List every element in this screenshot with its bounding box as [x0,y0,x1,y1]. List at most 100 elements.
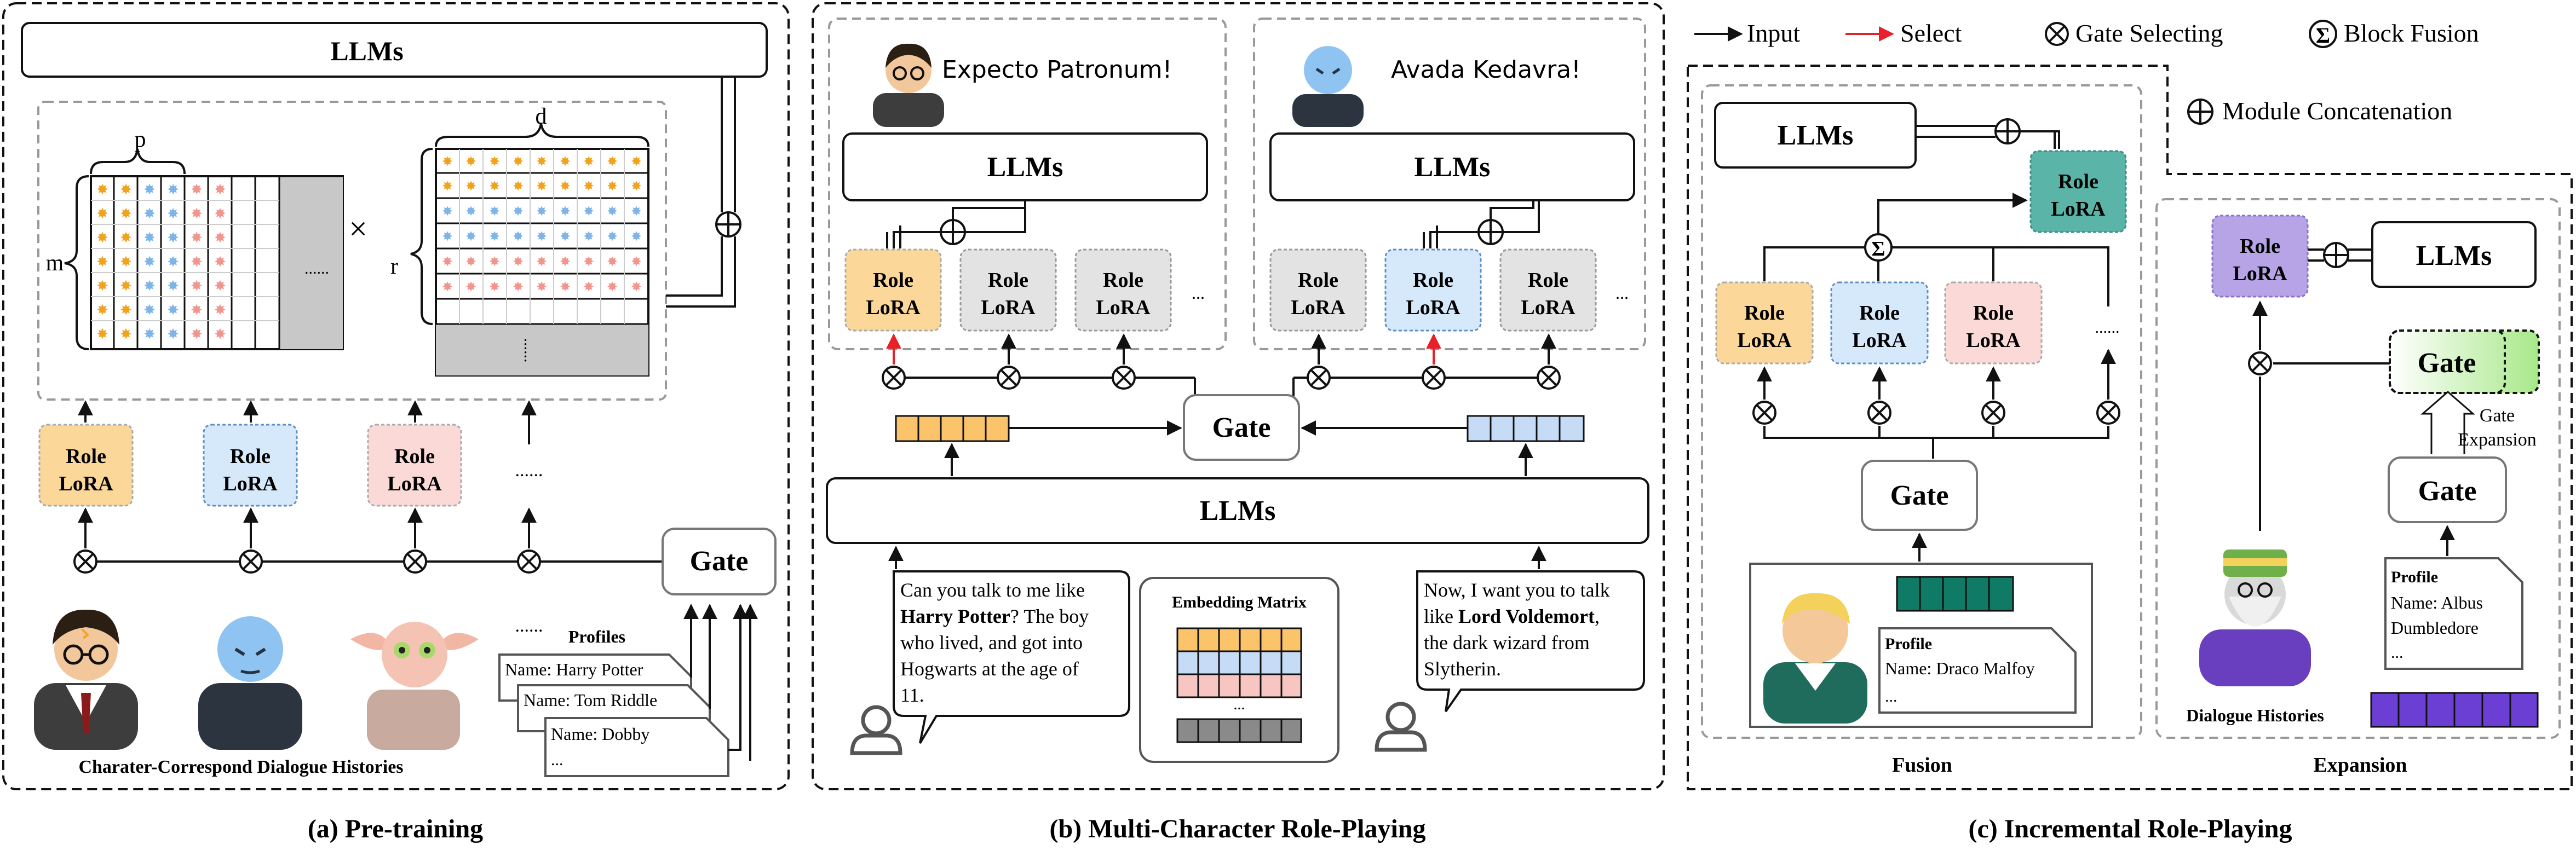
role-lora-gray-b1: Role LoRA [959,248,1057,332]
svg-text:Profile: Profile [2391,568,2438,586]
gate-select-icon-a3 [403,549,427,574]
svg-text:✸: ✸ [560,279,571,294]
svg-text:Name: Draco Malfoy: Name: Draco Malfoy [1885,658,2035,678]
svg-text:✸: ✸ [442,154,453,169]
svg-text:✸: ✸ [465,279,476,294]
speech-harry: Expecto Patronum! [942,56,1172,84]
svg-text:......: ...... [304,259,329,277]
svg-text:LoRA: LoRA [1291,296,1346,319]
svg-text:✸: ✸ [191,254,203,270]
svg-text:✸: ✸ [96,182,108,198]
svg-text:✸: ✸ [167,254,179,270]
svg-text:Now, I want you to talk: Now, I want you to talk [1424,579,1610,601]
expansion-label: Expansion [2313,754,2407,777]
svg-text:LoRA: LoRA [981,296,1036,319]
role-lora-pink-fusion: Role LoRA [1944,281,2043,365]
svg-text:Role: Role [394,445,435,468]
role-lora-purple-expansion: Role LoRA [2211,215,2309,298]
svg-text:✸: ✸ [465,254,476,269]
caption-a: (a) Pre-training [308,814,483,843]
dumbledore-avatar [2199,549,2311,686]
svg-text:✸: ✸ [465,204,476,219]
svg-text:✸: ✸ [583,254,594,269]
svg-text:Harry Potter? The boy: Harry Potter? The boy [900,605,1089,627]
svg-text:✸: ✸ [96,326,108,343]
svg-text:✸: ✸ [631,254,642,269]
gate-box-a [662,528,777,595]
svg-text:✸: ✸ [607,229,618,244]
svg-text:......: ...... [521,338,539,363]
svg-text:✸: ✸ [120,302,132,319]
llms-box-a [21,22,768,78]
gate-select-icon-b5 [1422,366,1446,390]
svg-text:Role: Role [230,445,271,468]
harry-avatar-b [873,43,944,127]
profiles-label: Profiles [568,627,625,646]
svg-text:r: r [390,254,398,279]
svg-text:Expansion: Expansion [2458,430,2537,450]
svg-text:✸: ✸ [214,302,226,319]
svg-text:Σ: Σ [2316,23,2330,48]
svg-text:✸: ✸ [536,178,547,194]
svg-text:✸: ✸ [442,178,453,194]
svg-text:Dumbledore: Dumbledore [2391,618,2479,638]
query-bubble-voldemort: Now, I want you to talk like Lord Voldem… [1416,570,1645,713]
svg-text:✸: ✸ [167,206,179,222]
svg-text:Role: Role [2058,170,2098,193]
svg-text:✸: ✸ [143,254,156,270]
svg-text:✸: ✸ [96,254,108,270]
svg-text:✸: ✸ [191,278,203,294]
role-lora-gray-b3: Role LoRA [1269,248,1367,332]
role-lora-teal-fusion: Role LoRA [2029,150,2127,233]
svg-text:✸: ✸ [607,154,618,169]
svg-text:✸: ✸ [143,230,156,246]
svg-text:LoRA: LoRA [223,472,278,495]
role-lora-gray-b4: Role LoRA [1499,248,1597,332]
block-fusion-icon-legend [2309,20,2337,48]
svg-text:Role: Role [2240,235,2280,258]
svg-text:✸: ✸ [465,178,476,194]
svg-text:✸: ✸ [191,182,203,198]
svg-text:m: m [46,251,64,276]
svg-text:Gate: Gate [2480,406,2515,426]
legend: Input Select Gate Selecting Σ Block Fusi… [1694,19,2479,125]
svg-text:✸: ✸ [489,279,500,294]
svg-text:Gate: Gate [1212,412,1271,443]
svg-text:✸: ✸ [607,254,618,269]
svg-text:LoRA: LoRA [59,472,113,495]
gate-select-icon-a4 [517,549,541,574]
svg-text:Role: Role [1973,302,2014,325]
svg-text:✸: ✸ [631,154,642,169]
svg-text:Role: Role [1744,302,1785,325]
svg-text:✸: ✸ [120,206,132,222]
svg-text:✸: ✸ [536,154,547,169]
svg-text:✸: ✸ [607,178,618,194]
svg-text:d: d [536,104,547,129]
svg-text:LoRA: LoRA [1966,329,2021,352]
svg-text:✸: ✸ [513,254,524,269]
llms-label-a: LLMs [330,36,403,66]
svg-text:Gate: Gate [2418,476,2477,507]
query-bubble-harry: Can you talk to me like Harry Potter? Th… [893,570,1130,744]
gate-select-icon-c1 [1752,401,1776,425]
svg-text:✸: ✸ [583,279,594,294]
svg-text:✸: ✸ [583,229,594,244]
svg-text:...: ... [1885,687,1898,705]
role-lora-orange-a: Role LoRA [38,424,134,507]
svg-text:......: ...... [2095,319,2120,337]
svg-text:✸: ✸ [167,230,179,246]
svg-text:✸: ✸ [489,229,500,244]
gate-box-b [1183,394,1300,461]
svg-text:✸: ✸ [536,279,547,294]
gate-select-icon-b3 [1112,366,1136,390]
character-histories-label: Charater-Correspond Dialogue Histories [78,757,403,777]
svg-text:LoRA: LoRA [1096,296,1151,319]
svg-text:Role: Role [1103,269,1143,292]
svg-text:✸: ✸ [214,254,226,270]
svg-text:✸: ✸ [607,279,618,294]
svg-text:Slytherin.: Slytherin. [1424,658,1501,680]
svg-text:✸: ✸ [167,182,179,198]
svg-text:✸: ✸ [143,182,156,198]
svg-text:✸: ✸ [442,229,453,244]
